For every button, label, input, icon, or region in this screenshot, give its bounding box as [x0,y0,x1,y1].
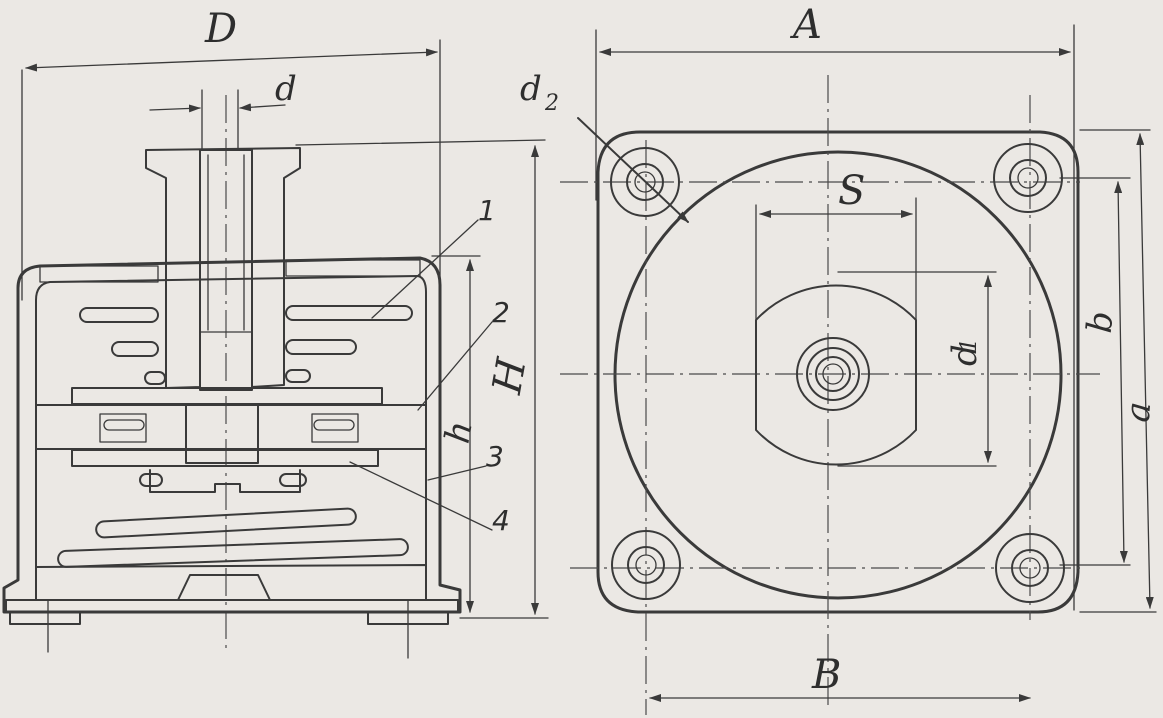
housing-outline [2,256,462,614]
housing-circle [613,150,1063,600]
lower-spring [57,473,409,568]
label-a: a [1118,400,1160,424]
label-S: S [838,168,865,214]
callout-1: 1 [478,194,496,227]
rubber-damper [35,404,427,464]
dimension-D: D [21,6,441,301]
dimension-h: h [431,255,481,613]
label-d: d [275,69,297,109]
dimension-d1: d 1 [837,271,997,467]
dimension-S: S [755,168,917,321]
stud-bolt [145,147,301,389]
boss-ring-outer [796,337,870,411]
dimension-A: A [595,2,1075,611]
callout-4: 4 [492,504,510,537]
base-plate [596,130,1080,614]
base-pad [5,564,459,659]
housing-inner-wall [35,275,427,571]
label-D: D [204,6,237,52]
mounting-hole-br [995,533,1065,603]
label-h: h [438,418,481,447]
label-b: b [1080,310,1122,335]
lid-right [285,259,421,277]
dimension-a: a [1079,129,1160,613]
label-d1-subscript: 1 [957,338,982,352]
plan-view: A [520,2,1159,715]
mounting-hole-bl [611,530,681,600]
dimension-H: H [295,139,549,619]
central-boss [755,284,917,466]
label-d1: d [945,344,985,366]
stud-bore [199,149,253,391]
spring-seat [149,469,301,493]
dimension-d2: d 2 [520,69,689,223]
label-A: A [789,2,822,48]
callout-3: 3 [486,440,504,473]
dimension-d: d [149,69,297,650]
lid-left [39,265,159,283]
section-view: D d [2,6,549,659]
lower-washer [71,449,379,467]
dimension-b: b [1059,177,1131,566]
label-d2-subscript: 2 [544,91,559,116]
upper-spring [79,305,413,385]
label-d2: d [520,69,542,109]
callouts: 1 2 3 4 [349,194,510,537]
callout-2: 2 [492,296,510,329]
foot-left [9,611,81,625]
label-H: H [484,354,536,398]
label-B-bottom: B [811,652,841,698]
mounting-hole-tr [993,143,1063,213]
mounting-hole-tl [610,147,680,217]
dimension-B: B [649,652,1031,702]
